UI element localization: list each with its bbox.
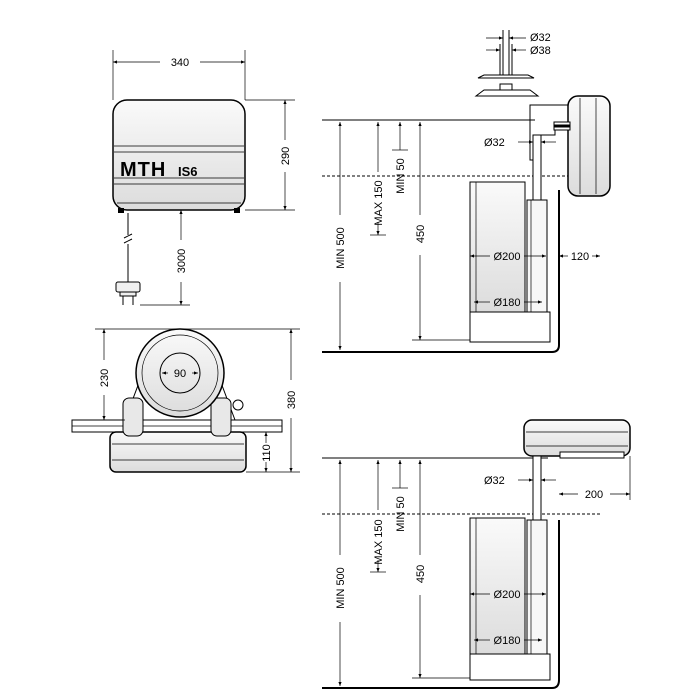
mounted-controller-horizontal xyxy=(523,419,631,459)
float-body-bottom xyxy=(469,517,526,655)
dim-pipe-outer-large: Ø38 xyxy=(530,45,551,57)
dim-base-diameter-bottom: Ø180 xyxy=(494,635,521,647)
front-view-controller: 340 MTH IS6 290 xyxy=(112,50,295,306)
dim-offset-side: 120 xyxy=(571,251,589,263)
dim-unit-height: 290 xyxy=(280,147,292,165)
dim-tank-height-bottom: 450 xyxy=(415,565,427,583)
dim-cable-length: 3000 xyxy=(176,249,188,273)
power-plug-icon xyxy=(115,281,141,305)
dim-tank-height: 450 xyxy=(415,225,427,243)
dim-pipe-inlet: Ø32 xyxy=(484,137,505,149)
dim-pipe-outer: Ø32 xyxy=(530,32,551,44)
dim-max-level-bottom: MAX 150 xyxy=(373,519,385,564)
dim-tank-diameter: Ø200 xyxy=(494,251,521,263)
model-label: IS6 xyxy=(178,164,198,179)
dim-min-depth: MIN 500 xyxy=(335,227,347,269)
dim-base-height: 110 xyxy=(261,444,273,462)
controller-housing xyxy=(112,99,246,211)
dim-top-height: 230 xyxy=(99,369,111,387)
dim-total-height: 380 xyxy=(286,391,298,409)
dim-unit-width: 340 xyxy=(171,57,189,69)
side-lower-housing xyxy=(109,431,247,473)
dim-min-depth-bottom: MIN 500 xyxy=(335,567,347,609)
mounted-controller xyxy=(529,95,611,197)
dim-base-diameter: Ø180 xyxy=(494,297,521,309)
dim-min-level-bottom: MIN 50 xyxy=(395,496,407,531)
dim-tank-diameter-bottom: Ø200 xyxy=(494,589,521,601)
dim-pipe-inlet-bottom: Ø32 xyxy=(484,475,505,487)
brand-logo: MTH xyxy=(120,159,166,181)
dim-offset-top: 200 xyxy=(585,489,603,501)
dim-float-diameter: 90 xyxy=(174,368,186,380)
float-body xyxy=(469,181,526,313)
side-view-controller: 90 230 380 110 xyxy=(71,328,300,473)
installation-section-bottom: Ø32 200 Ø200 Ø180 MIN 500 MAX 150 MIN 50… xyxy=(322,419,631,689)
installation-section-top: Ø32 Ø38 Ø3 xyxy=(322,30,611,353)
dim-max-level: MAX 150 xyxy=(373,180,385,225)
dim-min-level: MIN 50 xyxy=(395,158,407,193)
